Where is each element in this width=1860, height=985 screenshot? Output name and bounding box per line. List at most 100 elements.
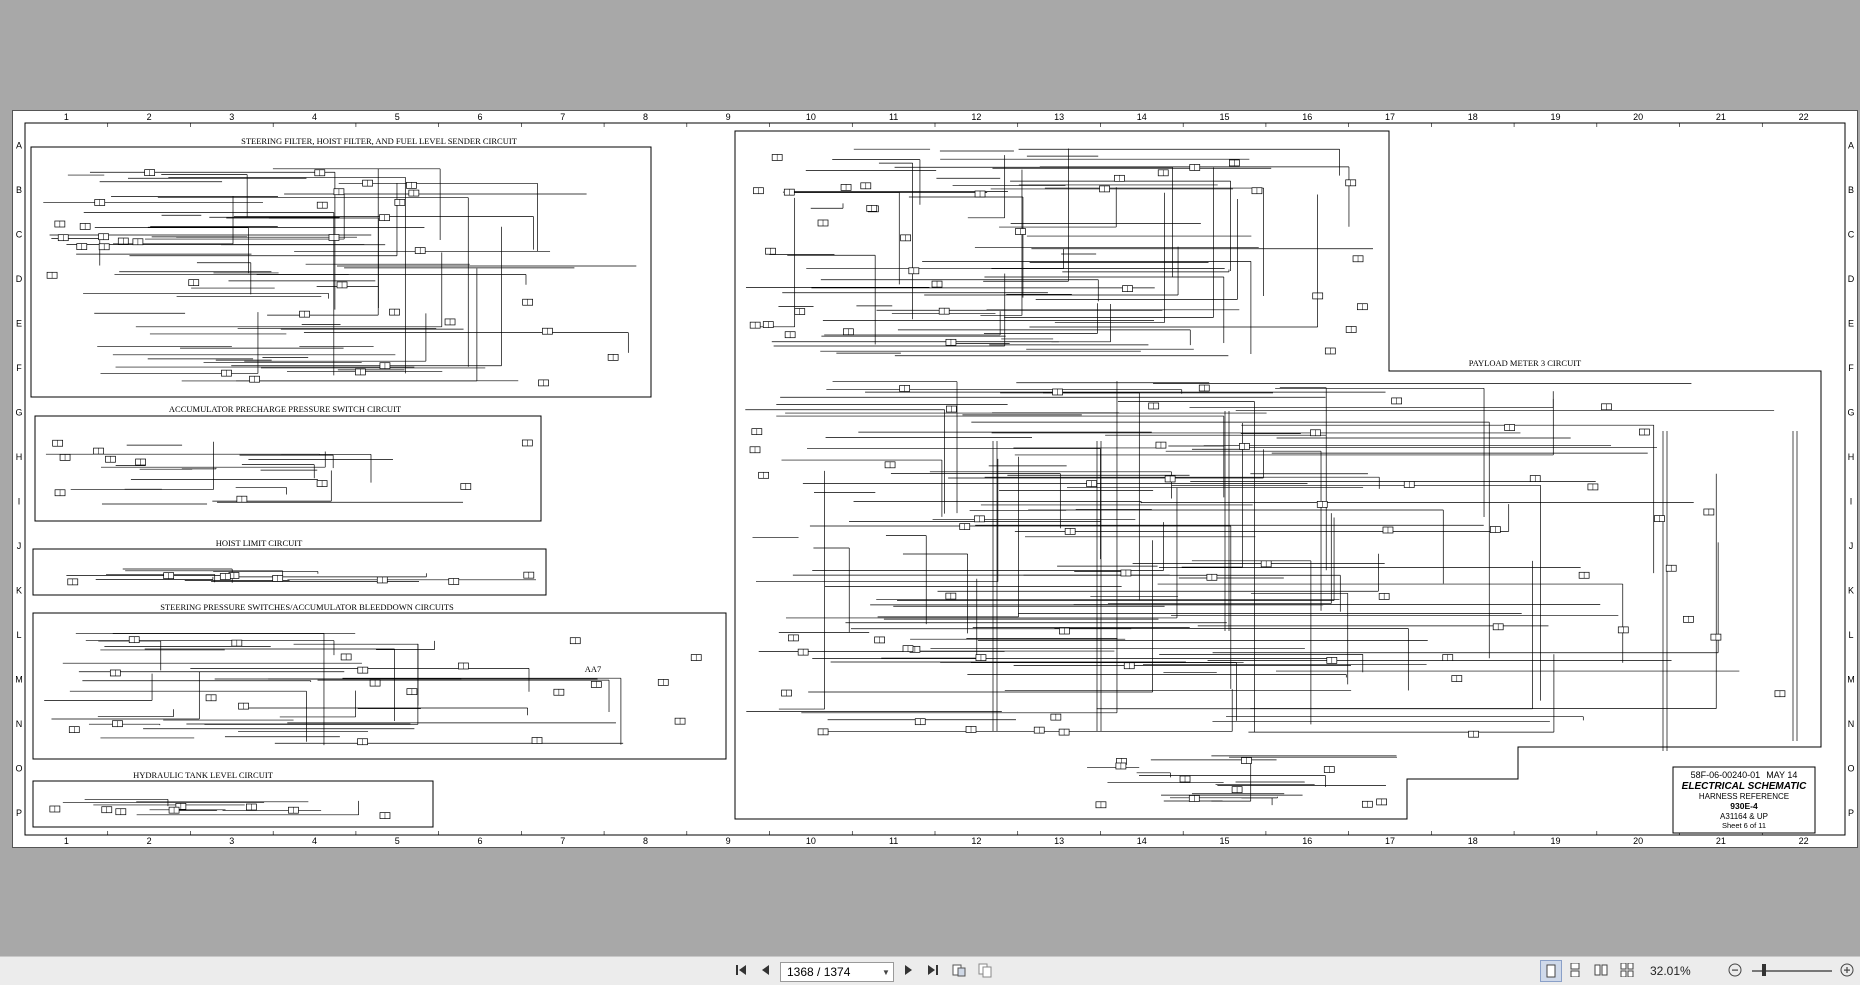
connector-symbol — [231, 639, 243, 647]
connector-symbol — [394, 199, 406, 206]
connector-symbol — [355, 368, 366, 376]
connector-symbol — [376, 576, 388, 584]
connector-symbol — [168, 806, 180, 814]
connector-symbol — [1403, 481, 1415, 488]
grid-col-label: 14 — [1137, 836, 1147, 846]
grid-row-label: I — [1850, 496, 1853, 506]
connector-symbol — [817, 728, 829, 736]
connector-symbol — [59, 454, 71, 461]
connector-symbol — [333, 188, 345, 196]
two-page-icon[interactable] — [1592, 960, 1610, 980]
grid-col-label: 19 — [1550, 112, 1560, 122]
connector-symbol — [1391, 397, 1402, 405]
connector-symbol — [794, 308, 806, 315]
prev-page-icon[interactable] — [756, 960, 774, 980]
section-title-hydraulic-tank: HYDRAULIC TANK LEVEL CIRCUIT — [133, 770, 274, 780]
zoom-slider[interactable] — [1752, 970, 1832, 972]
connector-symbol — [135, 458, 146, 466]
connector-symbol — [46, 271, 58, 279]
connector-symbol — [128, 636, 140, 644]
grid-row-label: N — [1848, 719, 1855, 729]
grid-col-label: 14 — [1137, 112, 1147, 122]
connector-symbol — [965, 726, 977, 733]
zoom-out-icon[interactable] — [1726, 960, 1744, 980]
connector-symbol — [205, 694, 217, 702]
rotate-icon[interactable] — [950, 960, 968, 980]
connector-symbol — [1654, 515, 1665, 522]
connector-symbol — [1198, 384, 1210, 392]
connector-symbol — [448, 578, 460, 585]
grid-col-label: 22 — [1799, 836, 1809, 846]
connector-symbol — [1382, 526, 1394, 534]
connector-symbol — [1323, 766, 1335, 773]
connector-symbol — [749, 446, 761, 454]
subtitle-text: HARNESS REFERENCE — [1699, 792, 1789, 801]
zoom-slider-handle[interactable] — [1762, 964, 1766, 976]
single-page-icon[interactable] — [1540, 960, 1562, 982]
connector-symbol — [908, 267, 920, 275]
connector-symbol — [316, 201, 328, 209]
connector-symbol — [98, 233, 109, 241]
connector-symbol — [408, 189, 420, 197]
page-number-input[interactable]: 1368 / 1374 ▼ — [780, 962, 894, 982]
steering-pressure-box — [32, 612, 727, 760]
connector-symbol — [249, 375, 260, 383]
connector-symbol — [1095, 801, 1107, 809]
connector-symbol — [1058, 728, 1070, 736]
connector-symbol — [607, 354, 619, 361]
connector-symbol — [1189, 164, 1201, 171]
connector-symbol — [340, 653, 352, 661]
connector-symbol — [246, 803, 257, 811]
connector-symbol — [362, 179, 373, 187]
connector-symbol — [553, 688, 565, 696]
connector-symbol — [1316, 501, 1328, 508]
serial-text: A31164 & UP — [1720, 812, 1768, 821]
connector-symbol — [1148, 402, 1160, 410]
continuous-icon[interactable] — [1566, 960, 1584, 980]
grid-col-label: 21 — [1716, 836, 1726, 846]
connector-symbol — [523, 571, 535, 579]
connector-symbol — [1155, 441, 1167, 449]
next-page-icon[interactable] — [900, 960, 918, 980]
connector-symbol — [1064, 528, 1076, 535]
connector-symbol — [765, 247, 776, 255]
hoist-limit-box — [32, 548, 547, 596]
connector-symbol — [874, 636, 885, 644]
first-page-icon[interactable] — [732, 960, 750, 980]
connector-symbol — [1206, 573, 1218, 581]
zoom-level[interactable]: 32.01% — [1650, 964, 1691, 978]
zoom-in-icon[interactable] — [1838, 960, 1856, 980]
two-page-continuous-icon[interactable] — [1618, 960, 1636, 980]
connector-symbol — [1326, 657, 1338, 664]
grid-col-label: 8 — [643, 112, 648, 122]
grid-row-label: N — [16, 719, 23, 729]
grid-row-label: P — [1848, 808, 1854, 818]
connector-symbol — [1050, 713, 1062, 721]
chevron-down-icon[interactable]: ▼ — [882, 967, 890, 977]
connector-symbol — [379, 362, 391, 370]
last-page-icon[interactable] — [924, 960, 942, 980]
connector-symbol — [115, 808, 127, 816]
connector-symbol — [521, 439, 533, 447]
connector-symbol — [751, 428, 763, 435]
connector-symbol — [945, 592, 957, 600]
grid-row-label: L — [16, 630, 21, 640]
connector-symbol — [109, 669, 121, 677]
connector-symbol — [1157, 169, 1169, 177]
connector-symbol — [94, 199, 106, 206]
grid-row-label: I — [18, 496, 21, 506]
connector-symbol — [783, 188, 795, 196]
connector-symbol — [945, 338, 957, 346]
connector-symbol — [1442, 654, 1454, 661]
connector-symbol — [781, 689, 792, 697]
connector-symbol — [1115, 762, 1127, 770]
copy-icon[interactable] — [976, 960, 994, 980]
connector-symbol — [1587, 483, 1599, 491]
grid-col-label: 9 — [726, 112, 731, 122]
connector-symbol — [112, 720, 123, 728]
connector-symbol — [817, 219, 829, 227]
